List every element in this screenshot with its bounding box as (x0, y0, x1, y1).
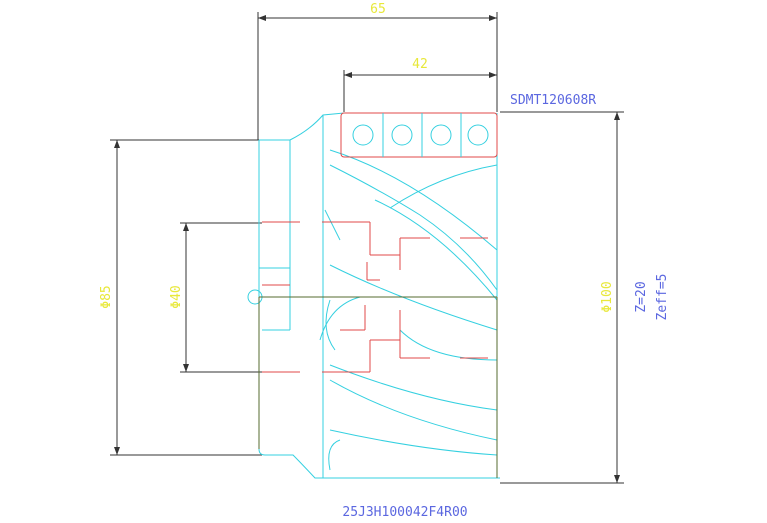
section-boundary (258, 296, 498, 478)
dim-40-label: Φ40 (169, 285, 184, 308)
part-number-label: 25J3H100042F4R00 (342, 505, 467, 520)
dimension-lines (110, 12, 624, 484)
arrow (489, 72, 497, 78)
flute-curve (324, 209, 341, 241)
insert (340, 112, 498, 158)
flute-curve (319, 296, 361, 341)
arrow (183, 364, 189, 372)
cutting-edges (262, 221, 488, 373)
insert-screw-icon (391, 124, 413, 146)
flute-curve (329, 429, 498, 456)
body-outline-lower (258, 140, 500, 479)
arrowheads (114, 15, 620, 483)
dim-42-label: 42 (412, 57, 428, 72)
flute-curve (328, 439, 341, 471)
insert-detail (352, 113, 489, 157)
insert-screw-icon (352, 124, 374, 146)
flute-curve (325, 299, 336, 351)
dim-100-label: Φ100 (600, 281, 615, 312)
flute-curve (329, 379, 498, 441)
flute-curve (329, 264, 498, 331)
flute-curve (389, 164, 498, 209)
arrow (183, 223, 189, 231)
arrow (258, 15, 266, 21)
insert-outline (340, 112, 498, 158)
tool-body (247, 112, 500, 479)
insert-code-label: SDMT120608R (510, 93, 596, 108)
effective-teeth-label: Zeff=5 (655, 274, 670, 321)
teeth-count-label: Z=20 (634, 281, 649, 312)
arrow (114, 140, 120, 148)
arrow (614, 475, 620, 483)
flute-curve (399, 329, 498, 361)
flute-curve (329, 364, 498, 411)
dim-85-label: Φ85 (99, 285, 114, 308)
arrow (344, 72, 352, 78)
insert-screw-icon (430, 124, 452, 146)
body-outline-upper (259, 112, 345, 141)
flute-curve (374, 199, 498, 301)
flute-curve (329, 149, 498, 251)
flute-curve (329, 164, 498, 291)
arrow (114, 447, 120, 455)
dim-65-label: 65 (370, 2, 386, 17)
arrow (614, 112, 620, 120)
insert-screw-icon (467, 124, 489, 146)
arrow (489, 15, 497, 21)
